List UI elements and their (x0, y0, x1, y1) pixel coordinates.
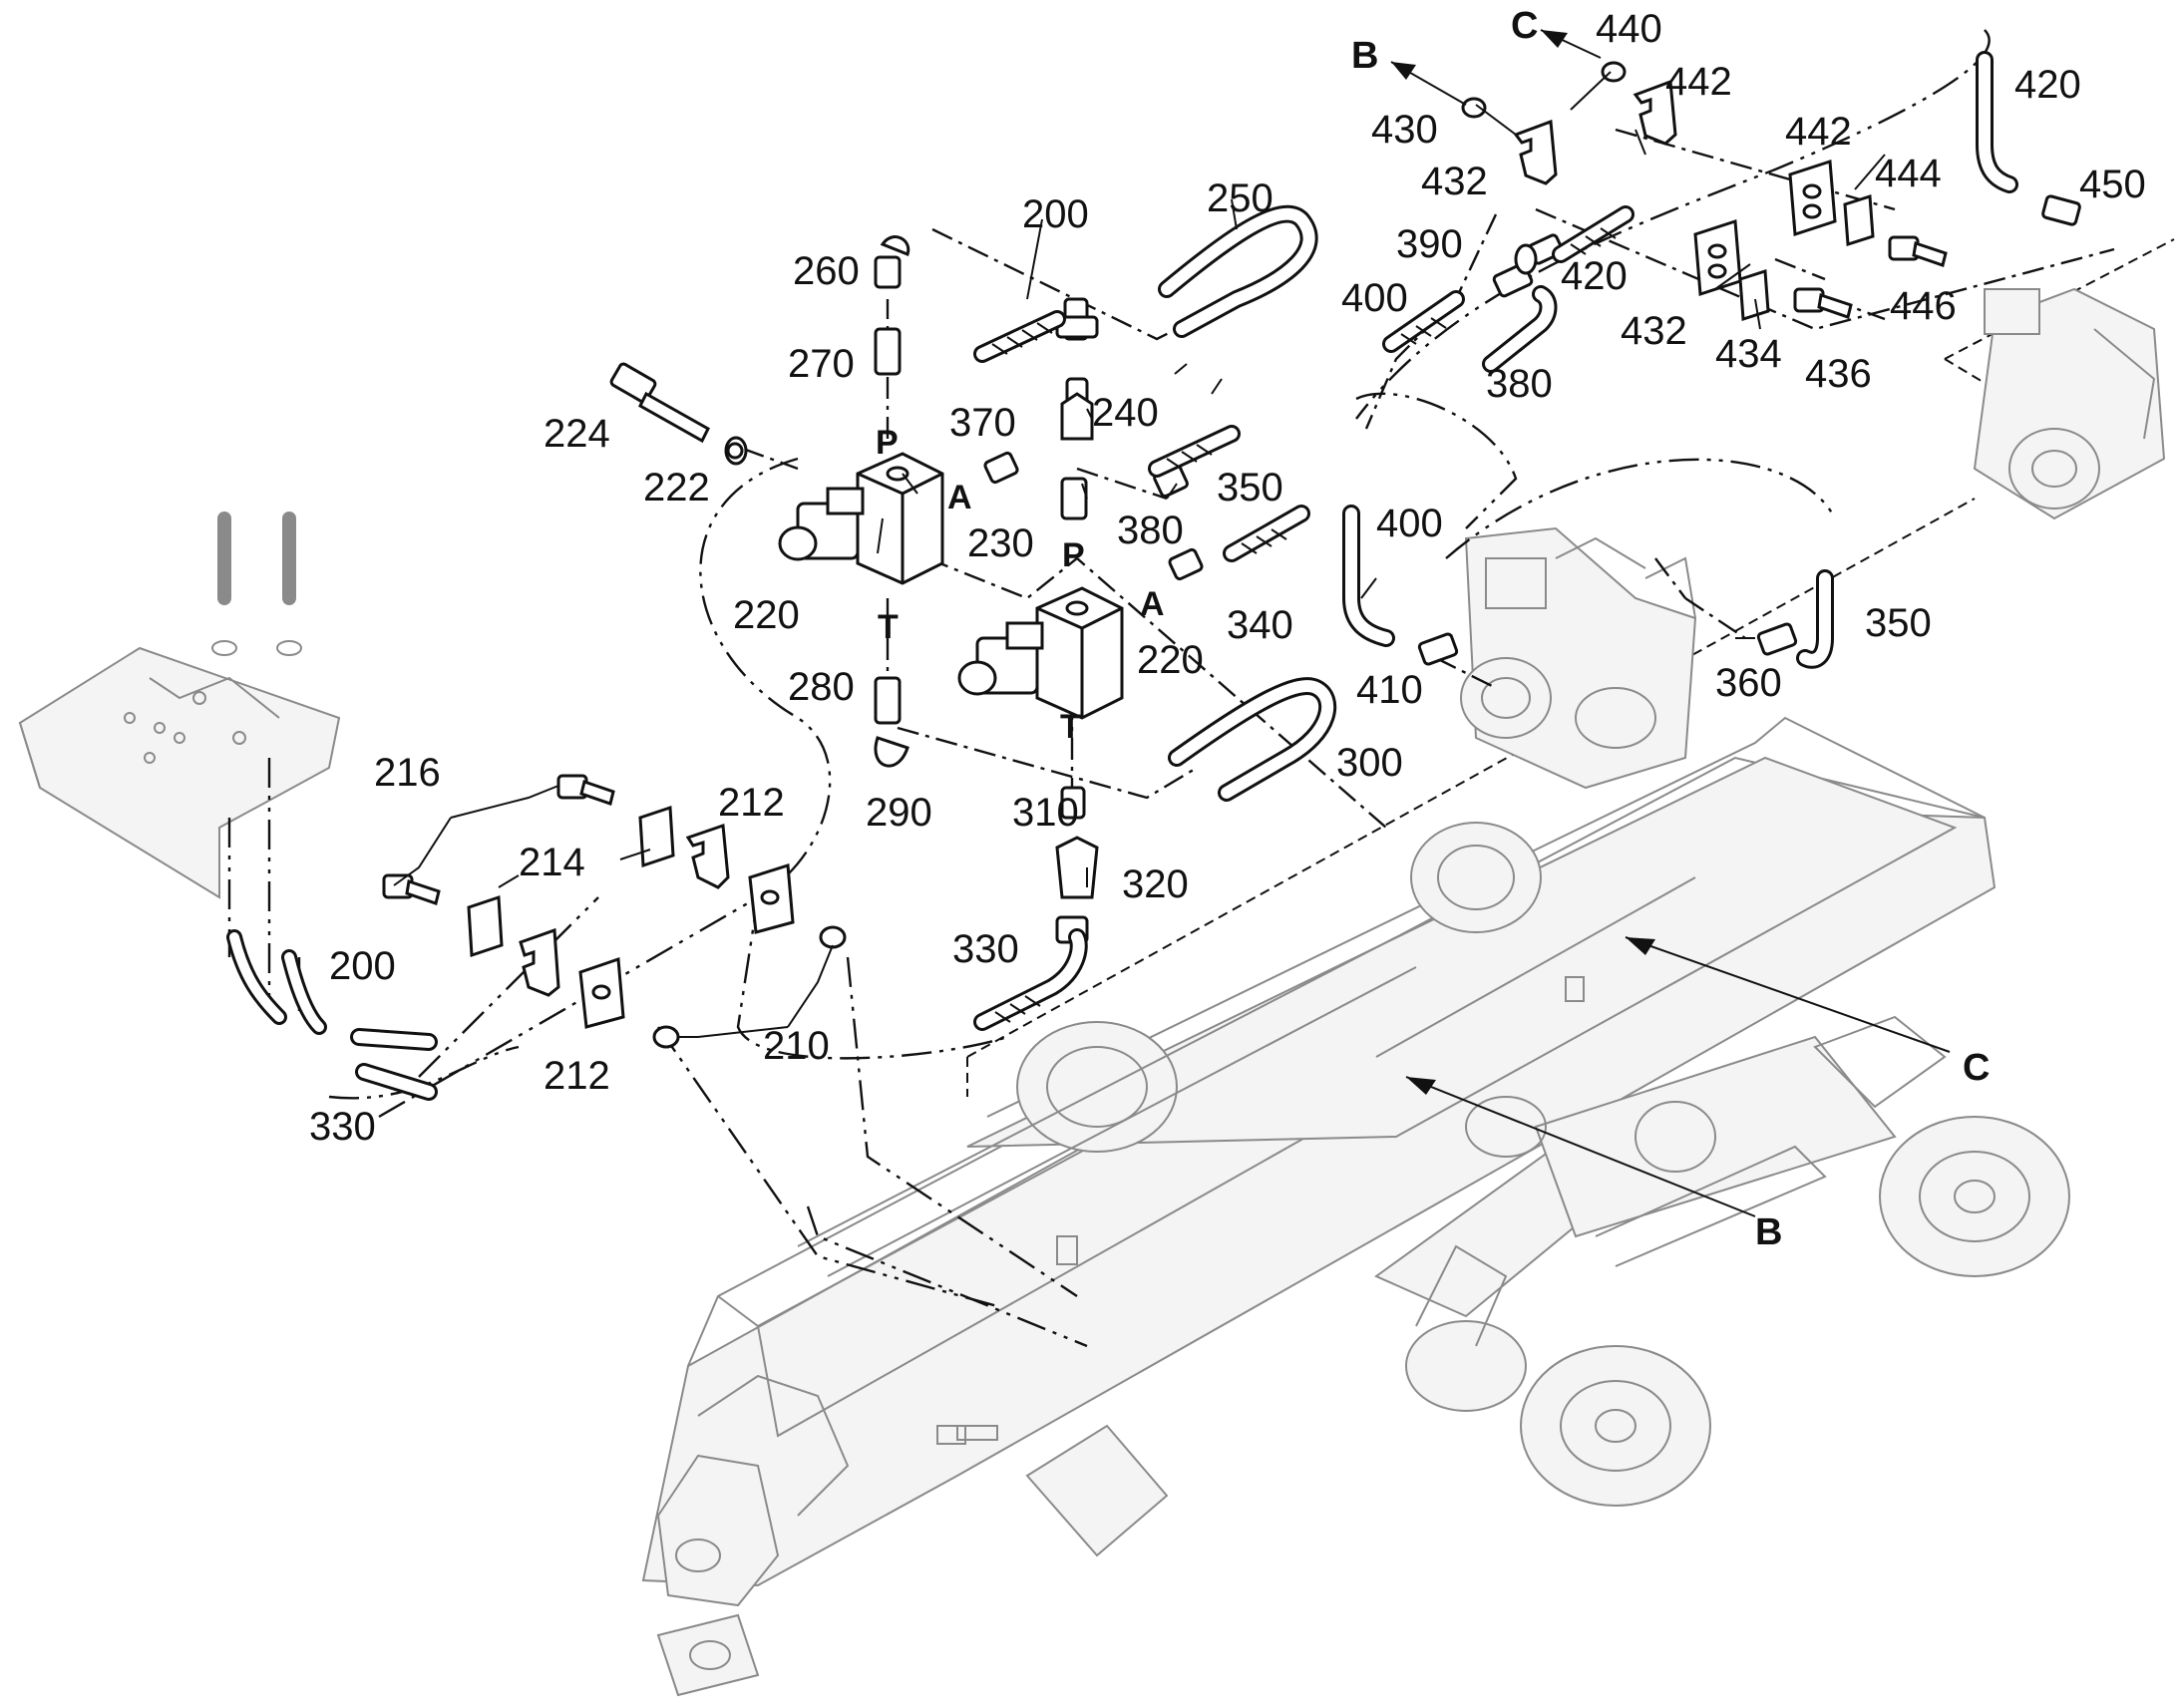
mounting-bracket (18, 512, 341, 899)
solenoid-valve-lower (957, 586, 1124, 720)
ref-b-bottom: B (1755, 1211, 1782, 1253)
label-240: 240 (1092, 391, 1159, 435)
part-number-labels: 440 420 430 442 442 432 444 450 200 250 … (309, 7, 2146, 1149)
label-220-upper: 220 (733, 593, 800, 637)
label-224: 224 (544, 412, 610, 456)
label-444: 444 (1875, 152, 1942, 195)
ref-c-top: C (1511, 5, 1538, 47)
reference-labels: B C B C (1351, 5, 1990, 1253)
label-300: 300 (1336, 741, 1403, 785)
label-390: 390 (1396, 222, 1463, 266)
label-290: 290 (866, 791, 932, 835)
bolt-224 (609, 362, 748, 466)
label-200-top: 200 (1022, 192, 1089, 236)
label-350-top: 350 (1217, 466, 1283, 510)
port-p-lower: P (1062, 536, 1085, 574)
label-330-left: 330 (309, 1105, 376, 1149)
transmission-detail (1460, 526, 1697, 790)
ref-c-bottom: C (1963, 1047, 1990, 1089)
label-434: 434 (1715, 332, 1782, 376)
reference-arrows (1390, 29, 1951, 1217)
label-310: 310 (1012, 791, 1079, 835)
label-280: 280 (788, 665, 855, 709)
label-260: 260 (793, 249, 860, 293)
label-446: 446 (1890, 284, 1957, 328)
label-442-lower: 442 (1785, 110, 1852, 154)
label-432-lower: 432 (1621, 309, 1687, 353)
port-a-upper: A (947, 479, 972, 516)
label-320: 320 (1122, 862, 1189, 906)
rear-axle-detail (1973, 287, 2166, 520)
port-t-upper: T (878, 608, 899, 646)
label-200-left: 200 (329, 944, 396, 988)
label-212-lower: 212 (544, 1054, 610, 1098)
label-380-mid: 380 (1117, 509, 1184, 552)
label-250: 250 (1207, 176, 1273, 220)
port-a-lower: A (1140, 585, 1165, 623)
hose-braid (991, 227, 1617, 1023)
label-360: 360 (1715, 661, 1782, 705)
label-230: 230 (967, 521, 1034, 565)
port-labels: P A T P A T (876, 424, 1165, 746)
label-450: 450 (2079, 163, 2146, 206)
hoses (226, 51, 2018, 1101)
chassis-frame (641, 716, 2070, 1697)
label-400-mid: 400 (1376, 502, 1443, 545)
label-400-top: 400 (1341, 276, 1408, 320)
label-222: 222 (643, 466, 710, 510)
label-380-top: 380 (1486, 362, 1553, 406)
port-t-lower: T (1060, 708, 1081, 746)
label-210: 210 (763, 1024, 830, 1068)
label-442-upper: 442 (1665, 60, 1732, 104)
solenoid-valve-upper (778, 452, 944, 585)
label-216: 216 (374, 751, 441, 795)
label-330-mid: 330 (952, 927, 1019, 971)
label-430: 430 (1371, 108, 1438, 152)
port-p-upper: P (876, 424, 899, 462)
label-370: 370 (949, 401, 1016, 445)
label-350-right: 350 (1865, 601, 1932, 645)
label-440: 440 (1596, 7, 1662, 51)
label-420-top: 420 (2014, 63, 2081, 107)
label-340: 340 (1227, 603, 1293, 647)
leader-lines (393, 71, 1886, 1038)
label-432-upper: 432 (1421, 160, 1488, 203)
label-270: 270 (788, 342, 855, 386)
label-212-upper: 212 (718, 781, 785, 825)
label-214: 214 (519, 841, 585, 884)
label-410: 410 (1356, 668, 1423, 712)
clamps-and-plates (467, 79, 1875, 1029)
label-220-lower: 220 (1137, 638, 1204, 682)
ref-b-top: B (1351, 35, 1378, 77)
label-436: 436 (1805, 352, 1872, 396)
label-420-mid: 420 (1561, 254, 1628, 298)
